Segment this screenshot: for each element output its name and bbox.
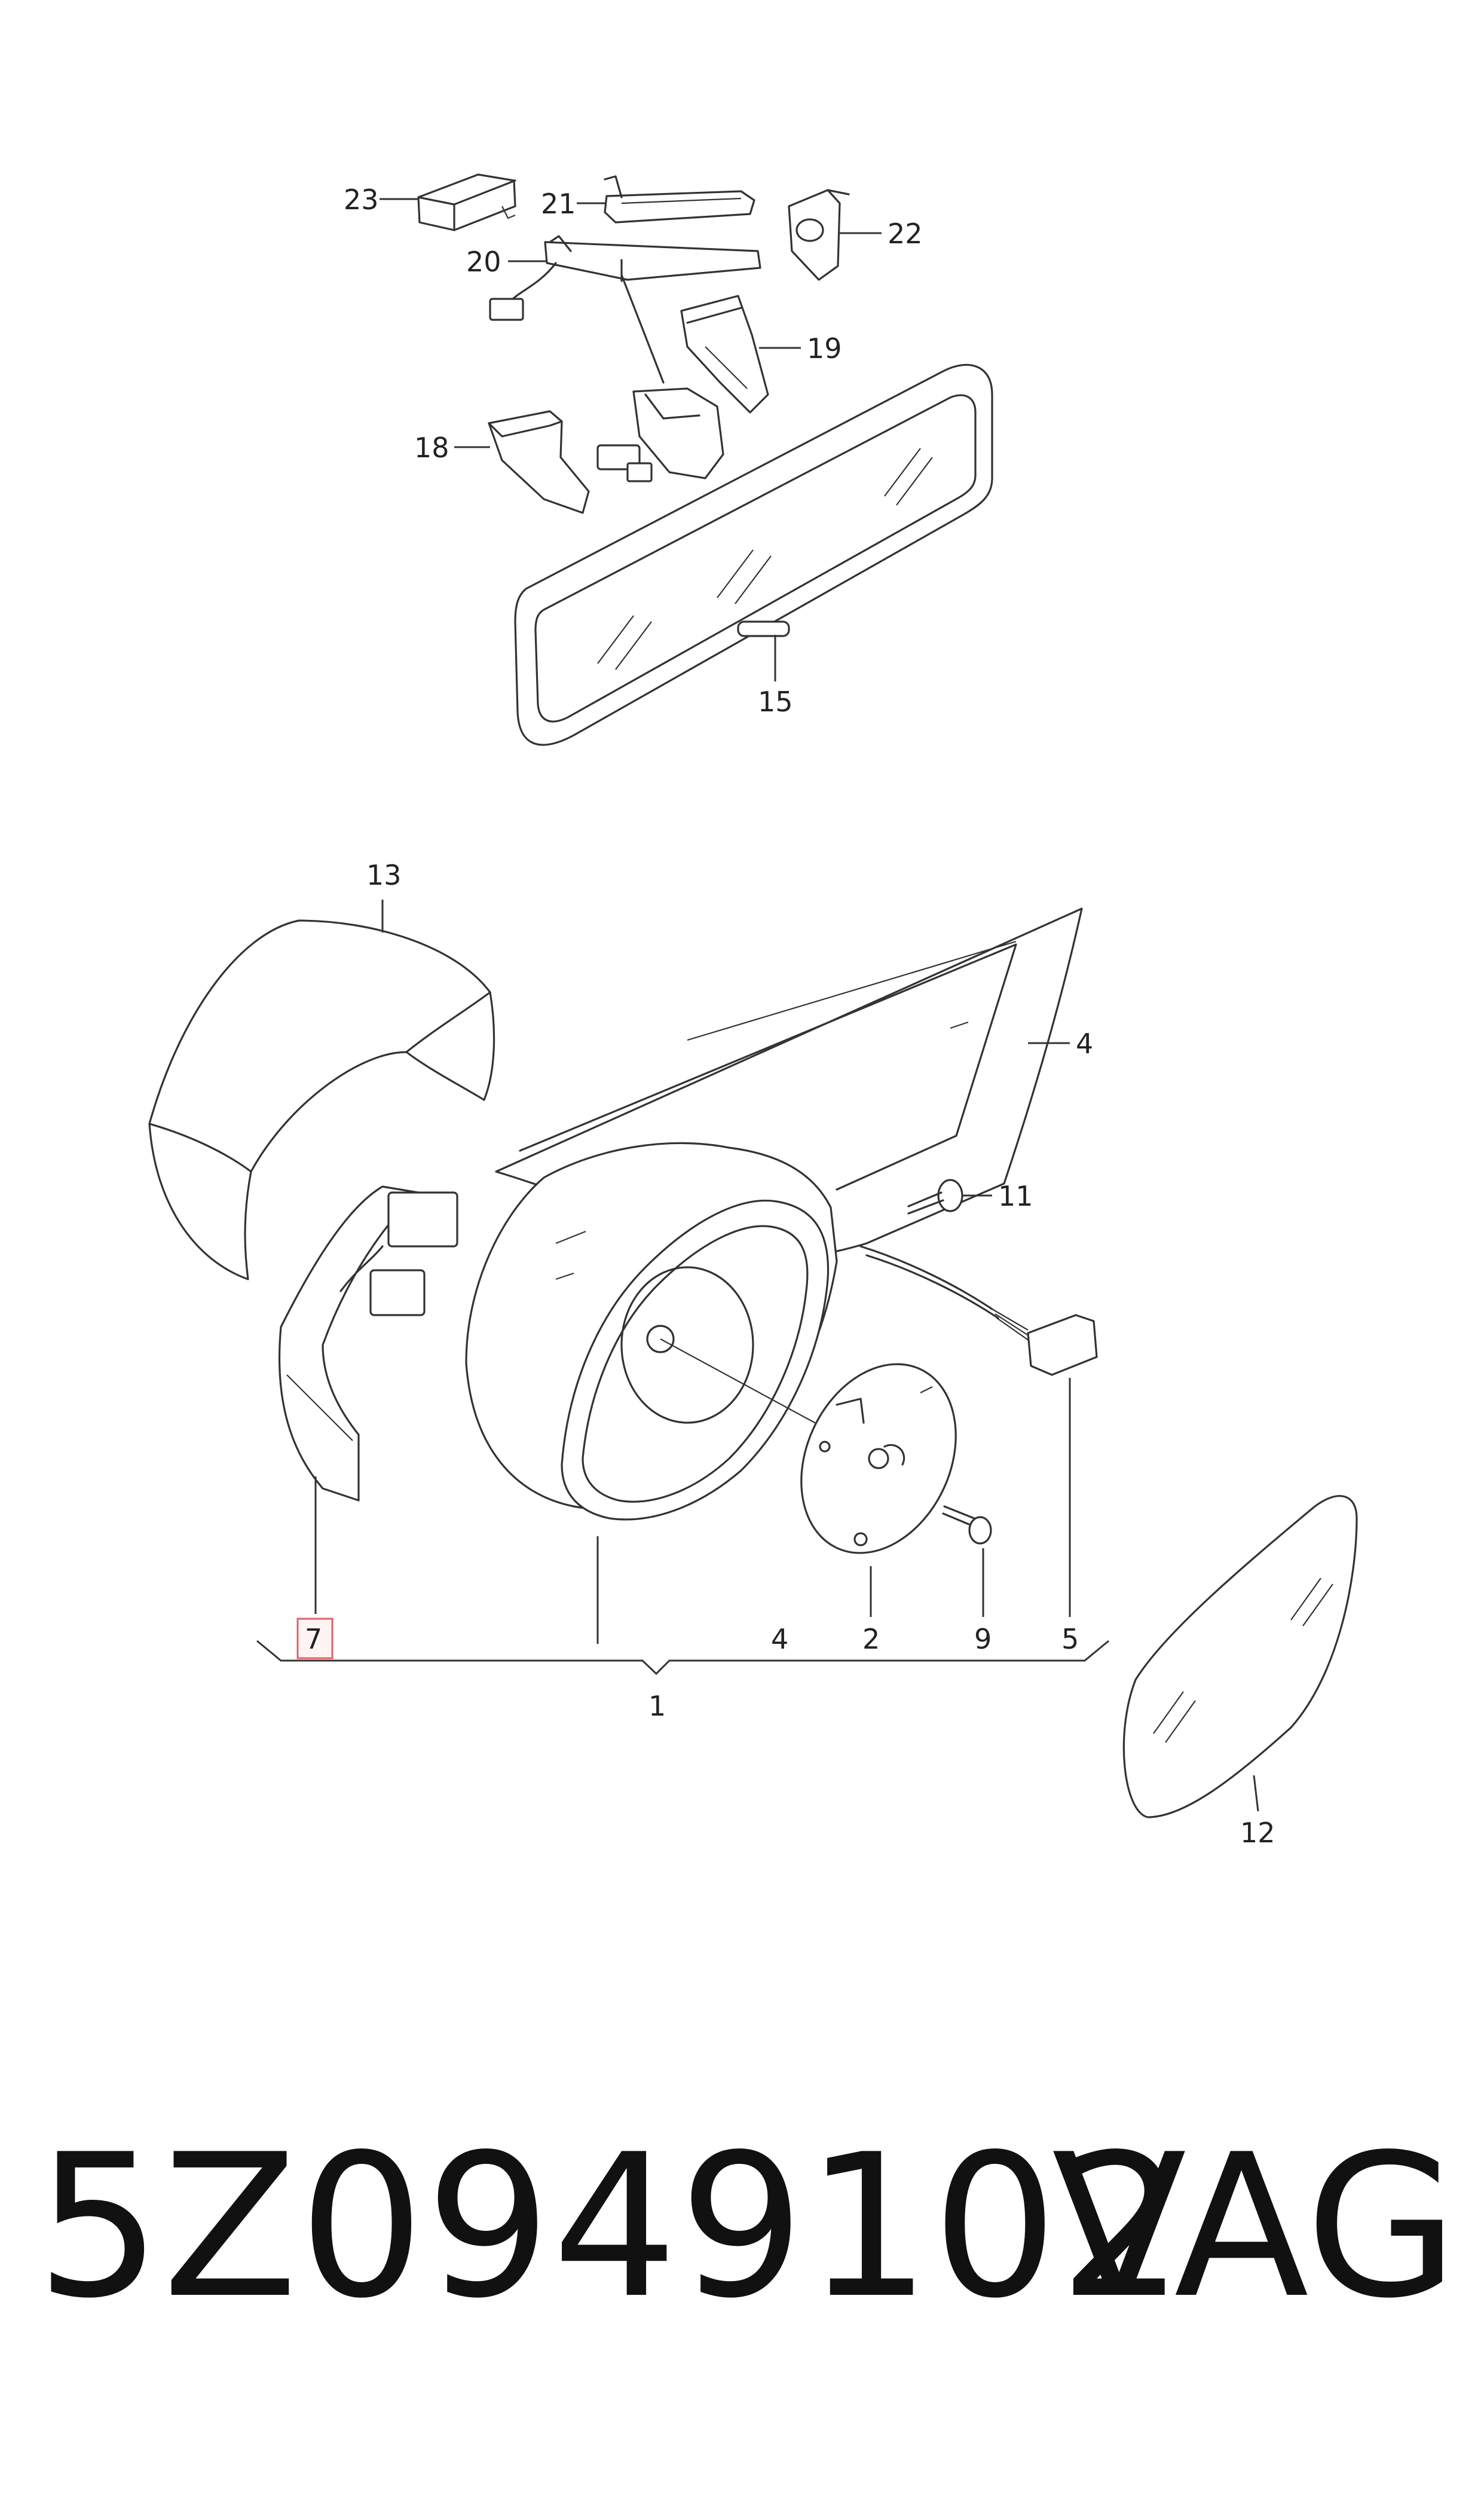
highlight-box-7 — [296, 1618, 333, 1659]
lower-leader-lines — [256, 900, 1259, 1812]
part-21-cover — [604, 175, 755, 224]
part-20-harness — [489, 235, 761, 384]
brand-name: VAG — [1051, 2112, 1458, 2341]
part-13-housing-cap — [148, 919, 495, 1280]
part-23-sensor — [417, 173, 516, 231]
interior-mirror-assembly — [417, 173, 993, 746]
callout-15: 15 — [758, 686, 793, 718]
part-2-adjust-motor — [800, 1363, 957, 1554]
callout-22: 22 — [888, 218, 923, 250]
callout-12: 12 — [1240, 1817, 1275, 1849]
mirror-mount — [596, 387, 724, 482]
callout-21: 21 — [541, 188, 576, 220]
part-9-screw — [942, 1505, 992, 1545]
callout-18: 18 — [414, 432, 449, 464]
upper-leader-lines — [380, 198, 882, 681]
part-22-bracket — [788, 189, 850, 281]
part-number: 5Z0949102 — [36, 2112, 1186, 2341]
callout-20: 20 — [466, 246, 501, 278]
part-15-rear-view-mirror — [514, 363, 993, 746]
callout-7: 7 — [305, 1623, 322, 1655]
part-5-cable-connector — [859, 1245, 1098, 1376]
callout-4-upper: 4 — [1076, 1028, 1093, 1060]
callout-9: 9 — [974, 1623, 992, 1655]
callout-11: 11 — [998, 1180, 1033, 1212]
callout-1: 1 — [648, 1690, 666, 1722]
callout-19: 19 — [807, 332, 842, 365]
callout-23: 23 — [344, 184, 379, 216]
callout-4-lower: 4 — [771, 1623, 788, 1655]
part-19-trim — [680, 295, 769, 414]
callout-5: 5 — [1061, 1623, 1079, 1655]
exterior-mirror-assembly — [148, 907, 1358, 1818]
callout-13: 13 — [366, 859, 402, 891]
callout-2: 2 — [862, 1623, 880, 1655]
callout-labels: 23 21 22 20 19 18 15 13 4 11 7 4 2 9 5 1… — [305, 184, 1275, 1849]
part-12-mirror-glass — [1122, 1495, 1358, 1818]
part-18-trim — [488, 410, 590, 514]
part-7-wiring — [278, 1185, 458, 1502]
footer: 5Z0949102 VAG — [36, 2128, 1458, 2379]
part-1-mirror-housing — [465, 1142, 838, 1521]
